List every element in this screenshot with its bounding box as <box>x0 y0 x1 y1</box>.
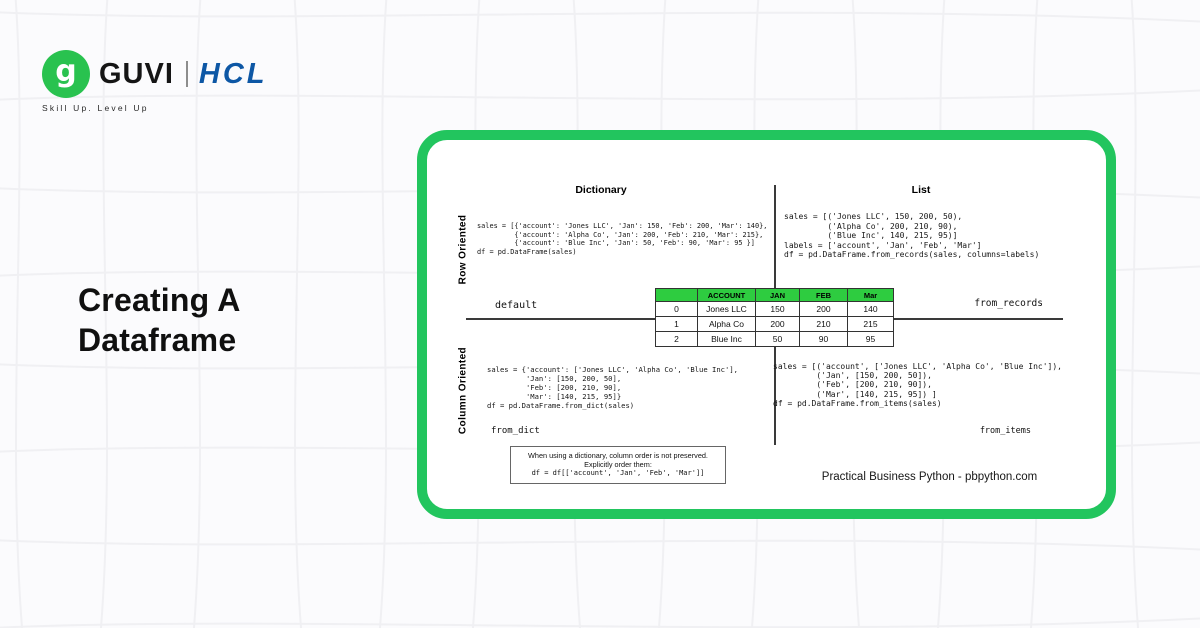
method-label-from-records: from_records <box>974 298 1043 309</box>
guvi-wordmark: GUVI <box>99 57 174 90</box>
note-line2: Explicitly order them: <box>584 460 652 469</box>
table-cell: 200 <box>799 301 848 317</box>
table-cell: Blue Inc <box>697 331 756 347</box>
row-header-column-oriented: Column Oriented <box>457 346 469 435</box>
table-cell: 50 <box>755 331 800 347</box>
table-cell: 150 <box>755 301 800 317</box>
page-title-line1: Creating A <box>78 282 241 318</box>
method-label-default: default <box>495 300 538 311</box>
guvi-icon-letter: g <box>55 54 77 89</box>
table-cell: 140 <box>847 301 894 317</box>
table-row: 1 Alpha Co 200 210 215 <box>655 316 894 332</box>
code-row-dictionary: sales = [{'account': 'Jones LLC', 'Jan':… <box>477 222 768 256</box>
table-header-account: ACCOUNT <box>697 288 756 302</box>
code-column-list: sales = [('account', ['Jones LLC', 'Alph… <box>773 362 1062 408</box>
method-label-from-dict: from_dict <box>491 426 540 436</box>
note-box: When using a dictionary, column order is… <box>510 446 726 484</box>
brand-logo: g GUVI HCL Skill Up. Level Up <box>42 50 268 113</box>
table-cell: 215 <box>847 316 894 332</box>
page-title: Creating A Dataframe <box>78 280 241 360</box>
code-column-dictionary: sales = {'account': ['Jones LLC', 'Alpha… <box>487 365 738 410</box>
table-header-mar: Mar <box>847 288 894 302</box>
brand-tagline: Skill Up. Level Up <box>42 103 149 113</box>
table-cell: 200 <box>755 316 800 332</box>
table-header-row: ACCOUNT JAN FEB Mar <box>655 288 894 302</box>
table-cell: 1 <box>655 316 698 332</box>
table-row: 2 Blue Inc 50 90 95 <box>655 331 894 347</box>
table-header-jan: JAN <box>755 288 800 302</box>
table-header-index <box>655 288 698 302</box>
hcl-wordmark: HCL <box>198 57 268 90</box>
table-cell: Alpha Co <box>697 316 756 332</box>
brand-divider <box>185 61 188 87</box>
method-label-from-items: from_items <box>979 426 1031 436</box>
dataframe-table: ACCOUNT JAN FEB Mar 0 Jones LLC 150 200 … <box>655 288 894 347</box>
attribution-text: Practical Business Python - pbpython.com <box>821 471 1038 483</box>
table-row: 0 Jones LLC 150 200 140 <box>655 301 894 317</box>
content-card: Dictionary List Row Oriented Column Orie… <box>417 130 1116 519</box>
table-header-feb: FEB <box>799 288 848 302</box>
page-title-line2: Dataframe <box>78 322 237 358</box>
column-header-dictionary: Dictionary <box>575 184 627 196</box>
row-header-row-oriented: Row Oriented <box>457 214 469 285</box>
note-code: df = df[['account', 'Jan', 'Feb', 'Mar']… <box>531 469 705 477</box>
guvi-logo-icon: g <box>42 50 90 98</box>
table-cell: 95 <box>847 331 894 347</box>
note-line1: When using a dictionary, column order is… <box>528 451 708 460</box>
table-cell: 90 <box>799 331 848 347</box>
table-cell: Jones LLC <box>697 301 756 317</box>
code-row-list: sales = [('Jones LLC', 150, 200, 50), ('… <box>784 212 1040 260</box>
table-cell: 2 <box>655 331 698 347</box>
column-header-list: List <box>911 184 931 196</box>
table-cell: 210 <box>799 316 848 332</box>
table-cell: 0 <box>655 301 698 317</box>
